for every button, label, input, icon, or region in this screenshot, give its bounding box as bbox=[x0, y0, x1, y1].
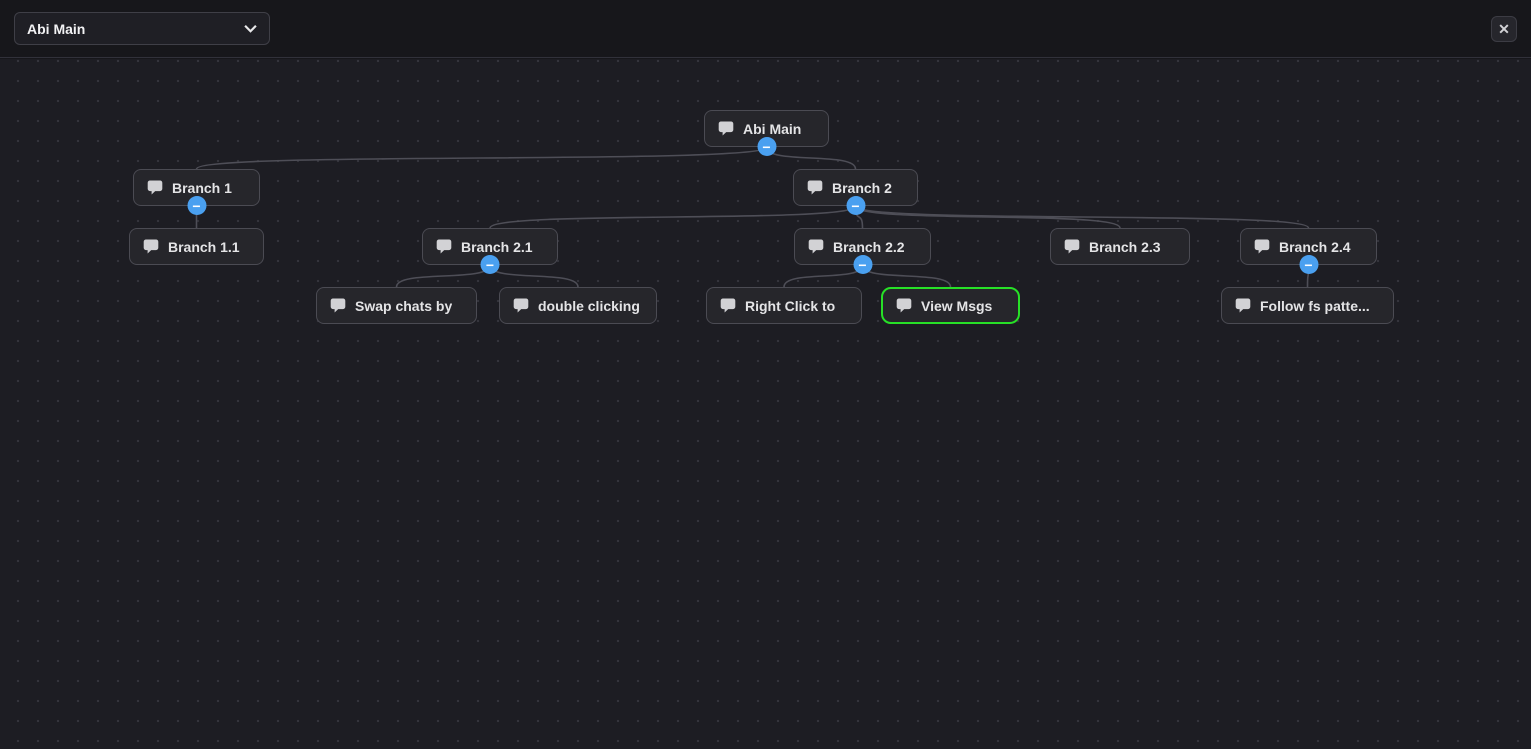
collapse-button[interactable]: − bbox=[846, 196, 865, 215]
collapse-button[interactable]: − bbox=[187, 196, 206, 215]
tree-node-follow-fs[interactable]: Follow fs patte... bbox=[1221, 287, 1394, 324]
tree-node-swap-chats[interactable]: Swap chats by bbox=[316, 287, 477, 324]
tree-node-abi-main[interactable]: Abi Main − bbox=[704, 110, 829, 156]
chat-bubble-icon bbox=[330, 298, 346, 313]
chat-bubble-icon bbox=[147, 180, 163, 195]
toolbar: Abi Main ✕ bbox=[0, 0, 1531, 58]
collapse-button[interactable]: − bbox=[757, 137, 776, 156]
tree-node-branch-2-3[interactable]: Branch 2.3 bbox=[1050, 228, 1190, 265]
tree-edge bbox=[854, 205, 1121, 229]
tree-edges bbox=[195, 146, 1310, 288]
chat-bubble-icon bbox=[720, 298, 736, 313]
node-label: Abi Main bbox=[743, 120, 802, 137]
chat-bubble-icon bbox=[1235, 298, 1251, 313]
node-label: double clicking bbox=[538, 297, 640, 314]
chat-bubble-icon bbox=[1254, 239, 1270, 254]
tree-edge bbox=[783, 264, 864, 288]
tree-edge bbox=[195, 146, 768, 170]
collapse-button[interactable]: − bbox=[480, 255, 500, 274]
tree-node-branch-2[interactable]: Branch 2 − bbox=[793, 169, 918, 215]
chat-bubble-icon bbox=[436, 239, 452, 254]
chevron-down-icon bbox=[244, 25, 257, 33]
tree-node-view-msgs[interactable]: View Msgs bbox=[881, 287, 1020, 324]
tree-edge bbox=[854, 205, 1310, 229]
tree-node-branch-1[interactable]: Branch 1 − bbox=[133, 169, 260, 215]
tree-edge bbox=[765, 146, 857, 170]
chat-bubble-icon bbox=[143, 239, 159, 254]
chat-bubble-icon bbox=[896, 298, 912, 313]
chat-bubble-icon bbox=[513, 298, 529, 313]
close-icon: ✕ bbox=[1498, 20, 1510, 37]
tree-edge bbox=[395, 264, 491, 288]
node-label: Branch 2.3 bbox=[1089, 238, 1161, 255]
tree-edge bbox=[489, 264, 579, 288]
tree-edge bbox=[489, 205, 857, 229]
tree-node-branch-2-4[interactable]: Branch 2.4 − bbox=[1240, 228, 1377, 274]
tree-node-right-click[interactable]: Right Click to bbox=[706, 287, 862, 324]
chat-bubble-icon bbox=[1064, 239, 1080, 254]
collapse-button[interactable]: − bbox=[853, 255, 872, 274]
node-label: View Msgs bbox=[921, 297, 993, 314]
node-label: Branch 2.4 bbox=[1279, 238, 1351, 255]
tree-node-double-click[interactable]: double clicking bbox=[499, 287, 657, 324]
tree-node-branch-2-2[interactable]: Branch 2.2 − bbox=[794, 228, 931, 274]
node-label: Branch 1 bbox=[172, 179, 232, 196]
tree-node-branch-1-1[interactable]: Branch 1.1 bbox=[129, 228, 264, 265]
collapse-button[interactable]: − bbox=[1299, 255, 1318, 274]
close-button[interactable]: ✕ bbox=[1491, 15, 1517, 42]
node-label: Swap chats by bbox=[355, 297, 453, 314]
chat-bubble-icon bbox=[718, 121, 734, 136]
chat-bubble-icon bbox=[807, 180, 823, 195]
conversation-selector[interactable]: Abi Main bbox=[14, 12, 270, 45]
tree-node-branch-2-1[interactable]: Branch 2.1 − bbox=[422, 228, 558, 274]
node-label: Branch 2.2 bbox=[833, 238, 905, 255]
node-label: Follow fs patte... bbox=[1260, 297, 1370, 314]
node-label: Branch 2.1 bbox=[461, 238, 533, 255]
conversation-selector-value: Abi Main bbox=[27, 20, 86, 37]
node-label: Right Click to bbox=[745, 297, 836, 314]
node-label: Branch 1.1 bbox=[168, 238, 240, 255]
tree-edge bbox=[861, 264, 952, 288]
tree-canvas[interactable]: Abi Main − Branch 1 − Branch 2 − Branch … bbox=[0, 59, 1531, 749]
node-label: Branch 2 bbox=[832, 179, 892, 196]
chat-bubble-icon bbox=[808, 239, 824, 254]
